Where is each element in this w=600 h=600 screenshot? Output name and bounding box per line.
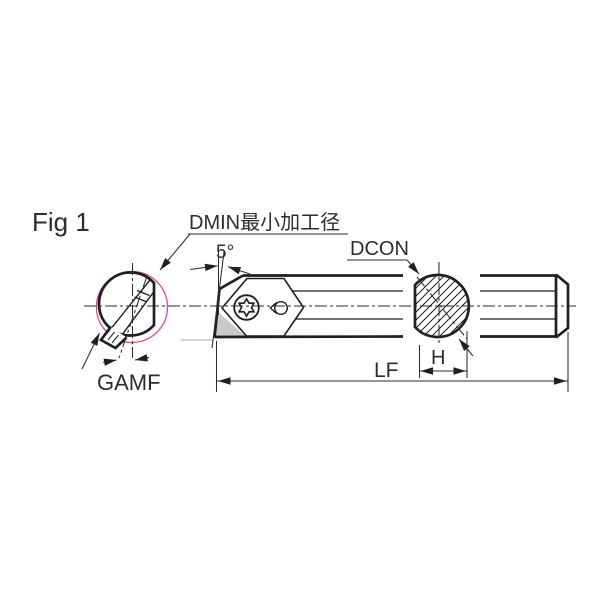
dcon-label: DCON (350, 238, 409, 260)
clamp-screw-circle (233, 294, 260, 321)
figure-label: Fig 1 (32, 207, 90, 237)
pocket-relief-circle (274, 301, 289, 316)
shank-right-segment (480, 273, 570, 339)
side-view (181, 273, 570, 341)
end-view-insert-axis-centerline (118, 275, 148, 359)
end-view-body-outline (97, 271, 156, 337)
pocket-relief-notch (269, 301, 277, 315)
dimension-lf: LF (215, 332, 569, 392)
dcon-opposite-arrow (458, 338, 474, 357)
shank-surface-lines (292, 290, 556, 320)
dmin-label: DMIN最小加工径 (189, 211, 340, 234)
lf-label: LF (374, 359, 399, 382)
dimension-h: H (418, 331, 468, 378)
section-outline (413, 273, 471, 339)
gamf-leader-line (81, 332, 100, 370)
angle-arrow-right (227, 266, 251, 275)
h-extension-lines (418, 331, 468, 378)
angle-slant-line (211, 251, 225, 349)
insert-pocket-shadow (214, 311, 246, 338)
dcon-leader-line (406, 259, 420, 275)
end-view-tab-outline (98, 325, 128, 350)
torx-screw-icon (237, 297, 256, 318)
shank-left-segment (214, 274, 404, 339)
gamf-label: GAMF (97, 370, 161, 395)
lf-extension-lines (215, 332, 569, 392)
leader-dcon: DCON (347, 238, 474, 357)
leader-dmin: DMIN最小加工径 (159, 211, 348, 271)
insert-outline (220, 277, 305, 337)
section-diagonal-centerline (416, 276, 468, 340)
end-view (95, 263, 169, 359)
dimension-angle: 5° (189, 242, 251, 349)
h-label: H (431, 347, 445, 369)
gamf-arrow-right (134, 354, 150, 362)
angle-arrow-left (189, 263, 218, 272)
dimension-gamf: GAMF (81, 332, 161, 395)
angle-label: 5° (216, 242, 234, 263)
gamf-arrow-left (102, 358, 117, 366)
dmin-leader-line (159, 233, 191, 271)
end-view-tab-hatch (103, 328, 119, 344)
